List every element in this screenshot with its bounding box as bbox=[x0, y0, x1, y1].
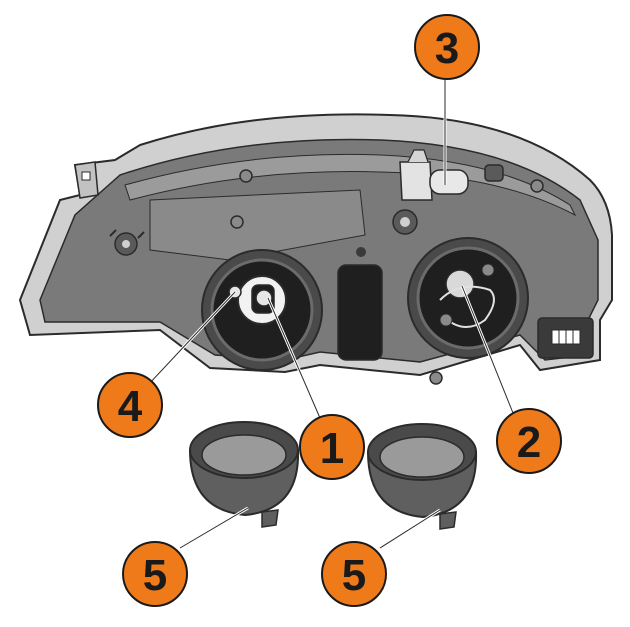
callout-5-left: 5 bbox=[122, 541, 188, 607]
callout-2-label: 2 bbox=[517, 418, 541, 467]
left-adjuster-knob bbox=[109, 229, 145, 256]
callout-1-label: 1 bbox=[320, 424, 344, 473]
center-connector bbox=[337, 264, 383, 361]
screw-head bbox=[356, 247, 366, 257]
callout-5-right-label: 5 bbox=[342, 551, 366, 600]
housing-left-panel bbox=[149, 189, 366, 261]
center-adjuster-knob bbox=[392, 209, 418, 235]
screw-head bbox=[530, 179, 544, 193]
callout-5-right: 5 bbox=[321, 541, 387, 607]
housing-upper-band bbox=[124, 153, 577, 217]
leader-line-1-outline bbox=[267, 297, 321, 419]
right-electrical-connector bbox=[537, 317, 594, 359]
callout-4: 4 bbox=[97, 372, 163, 438]
callout-5-left-label: 5 bbox=[143, 551, 167, 600]
leader-line-5a-outline bbox=[179, 507, 249, 549]
callout-3-label: 3 bbox=[435, 24, 459, 73]
top-adjuster bbox=[484, 164, 504, 182]
callout-3: 3 bbox=[414, 14, 480, 80]
screw-head bbox=[230, 215, 244, 229]
leader-line-5b-outline bbox=[379, 509, 441, 549]
leader-line-4-outline bbox=[147, 291, 236, 386]
dust-cap-left bbox=[188, 421, 300, 528]
left-tab-hole bbox=[81, 171, 91, 181]
screw-head bbox=[429, 371, 443, 385]
screw-head bbox=[239, 169, 253, 183]
leader-line-2-outline bbox=[461, 285, 516, 419]
callout-2: 2 bbox=[496, 408, 562, 474]
callout-1: 1 bbox=[299, 414, 365, 480]
indicator-bulb-holder bbox=[399, 149, 469, 201]
dust-cap-right bbox=[366, 423, 478, 530]
callout-4-label: 4 bbox=[118, 382, 143, 431]
